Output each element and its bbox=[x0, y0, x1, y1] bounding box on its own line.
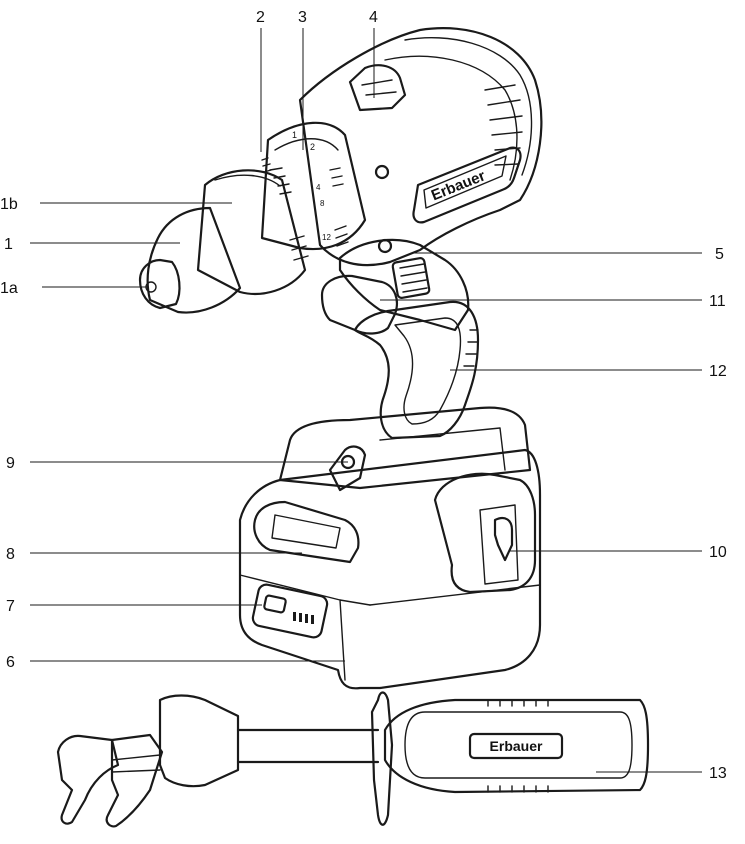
callout-12: 12 bbox=[709, 363, 727, 380]
handle-grip bbox=[353, 300, 480, 440]
callout-7: 7 bbox=[6, 598, 15, 615]
callout-3: 3 bbox=[298, 9, 307, 26]
aux-handle-grip bbox=[383, 698, 650, 794]
callout-8: 8 bbox=[6, 546, 15, 563]
callout-4: 4 bbox=[369, 9, 378, 26]
battery-body bbox=[238, 448, 542, 690]
battery-release-button bbox=[328, 445, 367, 492]
drill-illustration: Erbauer 1 2 4 8 12 bbox=[138, 27, 543, 690]
speed-label-2: 2 bbox=[310, 142, 315, 152]
trigger bbox=[320, 274, 399, 335]
callout-2: 2 bbox=[256, 9, 265, 26]
direction-switch bbox=[391, 257, 431, 299]
battery-gauge bbox=[253, 500, 360, 564]
torque-number-12: 12 bbox=[322, 233, 331, 242]
battery-indicator bbox=[251, 583, 329, 639]
handle-upper bbox=[338, 238, 470, 332]
chuck-front bbox=[146, 206, 242, 314]
aux-handle-rod bbox=[236, 728, 380, 764]
callout-10: 10 bbox=[709, 544, 727, 561]
callout-6: 6 bbox=[6, 654, 15, 671]
brand-label-handle: Erbauer bbox=[490, 738, 543, 754]
callout-13: 13 bbox=[709, 765, 727, 782]
battery-clip bbox=[433, 472, 537, 594]
callout-leaders bbox=[30, 28, 702, 773]
motor-housing bbox=[298, 27, 543, 267]
torque-collar bbox=[260, 121, 367, 251]
brand-badge-housing: Erbauer bbox=[412, 146, 522, 224]
callout-11: 11 bbox=[709, 293, 726, 310]
auxiliary-handle: Erbauer bbox=[56, 691, 650, 828]
callout-1b: 1b bbox=[0, 196, 18, 213]
chuck-nose bbox=[138, 258, 181, 310]
chuck-rear-sleeve bbox=[196, 169, 307, 296]
aux-handle-clamp bbox=[56, 734, 120, 825]
torque-number-8: 8 bbox=[320, 199, 325, 208]
callout-labels: 1b 1 1a 2 3 4 5 11 12 9 8 10 7 6 13 bbox=[0, 9, 727, 782]
callout-1a: 1a bbox=[0, 280, 18, 297]
speed-label-1: 1 bbox=[292, 130, 297, 140]
battery-top bbox=[278, 406, 532, 490]
callout-9: 9 bbox=[6, 455, 15, 472]
torque-number-4: 4 bbox=[316, 183, 321, 192]
gear-selector-switch bbox=[348, 64, 407, 112]
callout-5: 5 bbox=[715, 246, 724, 263]
callout-1: 1 bbox=[4, 236, 13, 253]
